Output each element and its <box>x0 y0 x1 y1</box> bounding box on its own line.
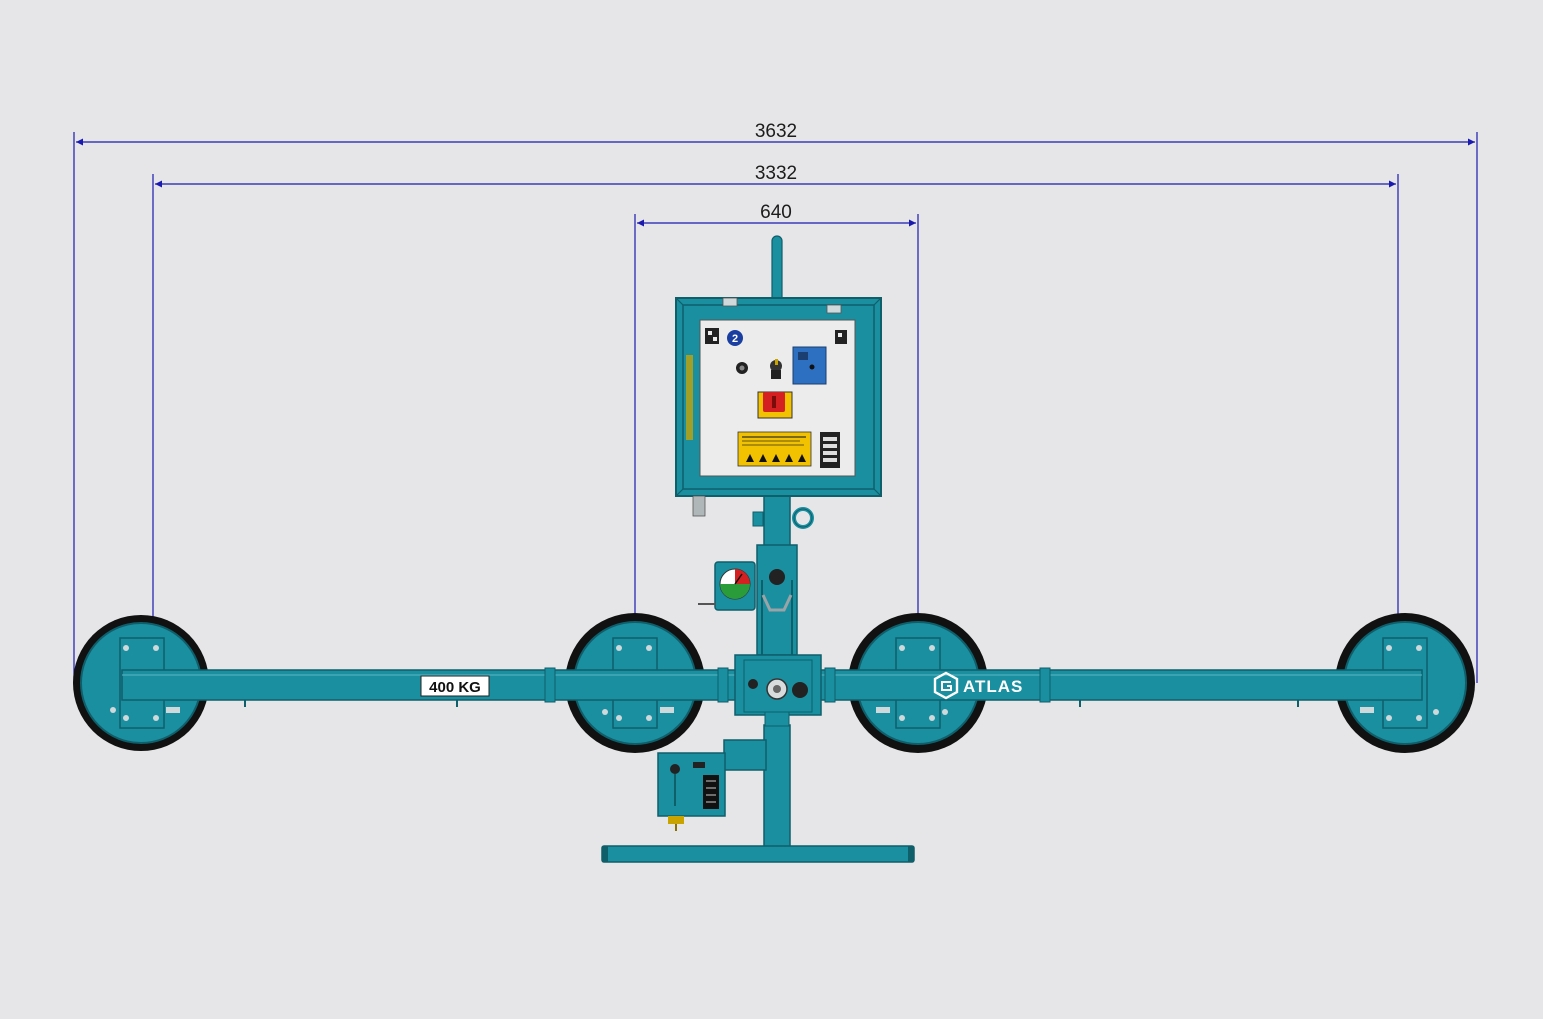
dimension-overall: 3632 <box>73 121 1478 683</box>
capacity-label: 400 KG <box>420 675 490 697</box>
atlas-logo-icon <box>933 671 959 700</box>
warning-label <box>737 431 812 467</box>
brand-name: ATLAS <box>963 677 1023 696</box>
vacuum-switch <box>792 346 827 385</box>
hazard-icon <box>798 454 806 462</box>
dimension-label-overall: 3632 <box>755 121 797 142</box>
hazard-icon <box>759 454 767 462</box>
battery-indicator <box>820 432 840 468</box>
brand-logo: ATLAS <box>933 671 1023 700</box>
hazard-icon <box>746 454 754 462</box>
vacuum-gauge-icon <box>698 561 756 611</box>
circuit-number-badge: 2 <box>727 330 743 346</box>
base-foot <box>601 845 915 863</box>
auxiliary-box <box>657 752 726 831</box>
central-mast <box>723 489 814 851</box>
qr-code-left <box>705 328 719 344</box>
dimension-label-inner-pads: 640 <box>760 202 792 223</box>
lifting-eye <box>771 235 783 303</box>
dimension-inner-pads: 640 <box>634 202 919 640</box>
isolator-switch <box>757 391 793 419</box>
key-switch <box>770 359 782 379</box>
dimension-outer-pads: 3332 <box>152 163 1399 640</box>
control-cabinet: 2 <box>675 297 882 517</box>
suction-pad-far-left <box>73 615 209 751</box>
circuit-number: 2 <box>732 333 738 345</box>
hazard-icon <box>772 454 780 462</box>
center-hub <box>734 654 822 727</box>
capacity-label-text: 400 KG <box>429 679 481 696</box>
dimension-label-outer-pads: 3332 <box>755 163 797 184</box>
hazard-icon <box>785 454 793 462</box>
